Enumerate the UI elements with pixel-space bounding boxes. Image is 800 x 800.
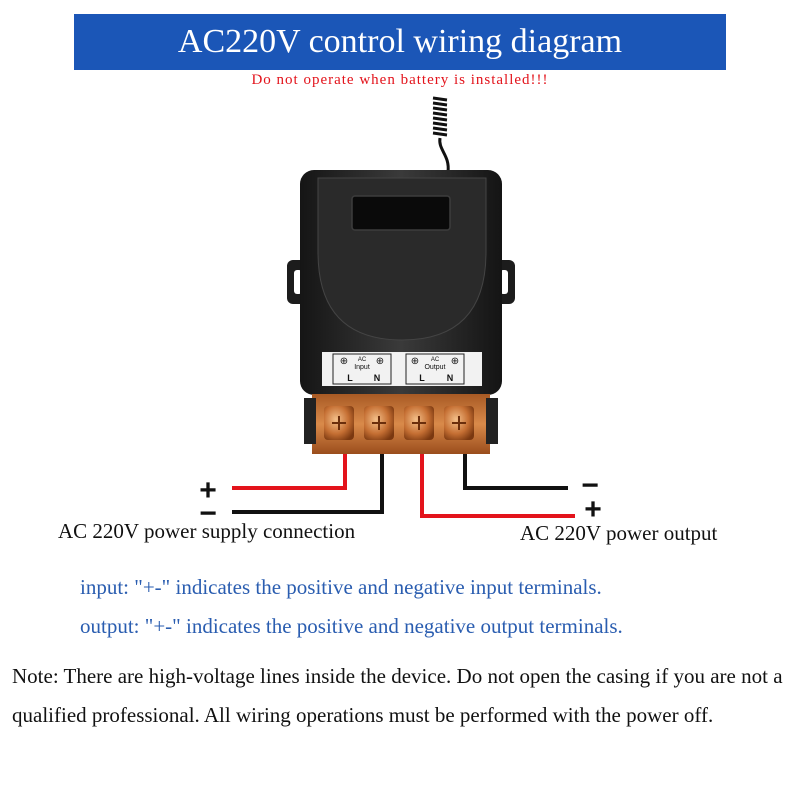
- earth-symbol-3: ⊕: [411, 356, 419, 367]
- input-polarity-info: input: "+-" indicates the positive and n…: [80, 575, 602, 599]
- power-supply-label: AC 220V power supply connection: [58, 519, 356, 543]
- wire-input-positive: [232, 454, 347, 490]
- title-banner: AC220V control wiring diagram: [74, 14, 726, 70]
- battery-warning: Do not operate when battery is installed…: [251, 72, 549, 88]
- output-ac-label: AC: [431, 357, 440, 363]
- earth-symbol-2: ⊕: [376, 356, 384, 367]
- terminal-label-l-in: L: [347, 373, 353, 383]
- input-label-box: [332, 353, 392, 385]
- earth-symbol-1: ⊕: [340, 356, 348, 367]
- terminal-label-l-out: L: [419, 373, 425, 383]
- wire-input-negative: [232, 454, 384, 514]
- terminal-label-n-out: N: [447, 373, 454, 383]
- output-label-box: [405, 353, 465, 385]
- wire-output-positive: [420, 454, 575, 518]
- device-window: [351, 195, 451, 231]
- safety-note: Note: There are high-voltage lines insid…: [12, 664, 783, 727]
- antenna: [432, 96, 450, 173]
- input-minus-symbol: −: [199, 497, 217, 530]
- input-label: Input: [354, 364, 370, 371]
- page-title: AC220V control wiring diagram: [177, 23, 623, 60]
- output-label: Output: [424, 364, 445, 371]
- input-ac-label: AC: [358, 357, 367, 363]
- terminal-label-panel: [322, 352, 482, 386]
- terminal-block-side-left: [304, 398, 316, 444]
- power-output-label: AC 220V power output: [520, 521, 718, 545]
- terminal-label-n-in: N: [374, 373, 381, 383]
- output-polarity-info: output: "+-" indicates the positive and …: [80, 614, 623, 638]
- earth-symbol-4: ⊕: [451, 356, 459, 367]
- output-plus-symbol: +: [584, 493, 602, 526]
- wire-output-negative: [463, 454, 568, 490]
- terminal-block-side-right: [486, 398, 498, 444]
- input-plus-symbol: +: [199, 474, 217, 507]
- output-minus-symbol: −: [581, 469, 599, 502]
- terminal-screws: [324, 406, 474, 440]
